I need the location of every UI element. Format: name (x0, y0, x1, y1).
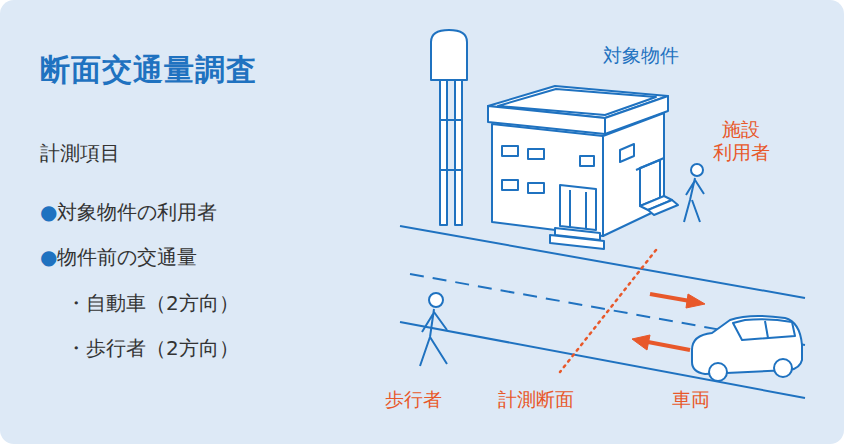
section-label: 計測断面 (498, 388, 574, 411)
user-label: 施設 利用者 (710, 118, 773, 164)
pedestrian-label: 歩行者 (385, 388, 442, 411)
diagram-title: 断面交通量調査 (40, 52, 257, 88)
section-heading: 計測項目 (40, 141, 120, 165)
sub-item: ・歩行者（2方向） (66, 336, 239, 360)
sub-item: ・自動車（2方向） (66, 291, 239, 315)
bullet-item: ●物件前の交通量 (40, 245, 197, 269)
building-label: 対象物件 (603, 44, 679, 67)
vehicle-label: 車両 (672, 388, 710, 411)
bullet-item: ●対象物件の利用者 (40, 200, 217, 224)
